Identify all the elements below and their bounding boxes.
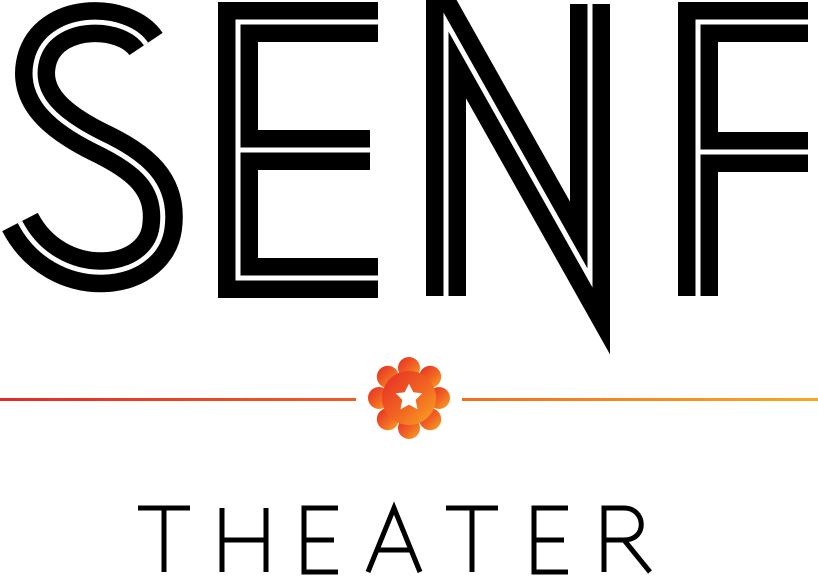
- subtitle-theater: [138, 501, 652, 575]
- letter-e: [218, 2, 378, 298]
- divider-line-right: [462, 398, 818, 401]
- gradient-divider: [0, 398, 818, 401]
- flower-emblem-icon: [368, 357, 450, 439]
- letter-n: [426, 0, 610, 355]
- letter-s: [2, 2, 183, 293]
- divider-line-left: [0, 398, 356, 401]
- wordmark-senf: [2, 0, 808, 355]
- letter-f: [678, 2, 808, 296]
